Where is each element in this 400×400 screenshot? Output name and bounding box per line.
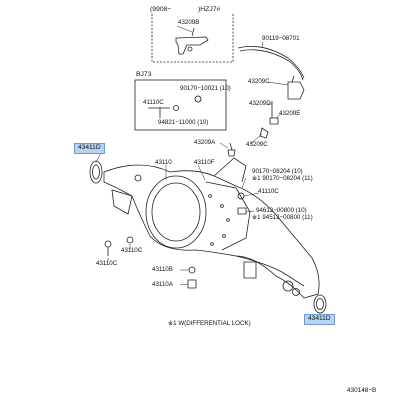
highlighted-part-label[interactable]: 43411D — [304, 314, 335, 325]
part-label[interactable]: 94821−11000 (10) — [158, 119, 209, 126]
part-label[interactable]: 43110B — [152, 266, 173, 273]
part-label[interactable]: 43209C — [246, 141, 268, 148]
part-label[interactable]: 43209C — [248, 78, 270, 85]
part-label[interactable]: 90170−08204 (10) — [252, 168, 303, 175]
footnote: ※1 W(DIFFERENTIAL LOCK) — [168, 320, 251, 327]
part-label[interactable]: ※1 94512−00800 (11) — [252, 214, 313, 221]
bj-box-title: BJ73 — [136, 71, 152, 78]
part-label[interactable]: 94612−00800 (10) — [256, 207, 307, 214]
part-label[interactable]: 43110C — [121, 247, 143, 254]
part-label[interactable]: 90170−10021 (10) — [180, 85, 231, 92]
part-label[interactable]: 43110A — [152, 281, 173, 288]
part-label[interactable]: 43110 — [155, 159, 172, 166]
part-label[interactable]: 90119−08701 — [262, 35, 300, 42]
part-label[interactable]: 41110C — [143, 99, 164, 106]
highlighted-part-label[interactable]: 43411D — [74, 143, 105, 154]
part-label[interactable]: 43209D — [249, 100, 271, 107]
header-suffix-label: )HZJ7# — [198, 6, 221, 13]
part-label[interactable]: 43209B — [178, 19, 200, 26]
figure-reference: 430148−B — [347, 387, 377, 394]
part-label[interactable]: 43110F — [194, 159, 215, 166]
part-label[interactable]: ※1 90170−08204 (11) — [252, 175, 313, 182]
part-label[interactable]: 43209E — [279, 110, 301, 117]
header-prefix-label: (9908− — [150, 6, 172, 13]
part-label[interactable]: 43209A — [194, 139, 216, 146]
part-label[interactable]: 43110C — [96, 260, 118, 267]
part-label[interactable]: 41110C — [258, 188, 279, 195]
